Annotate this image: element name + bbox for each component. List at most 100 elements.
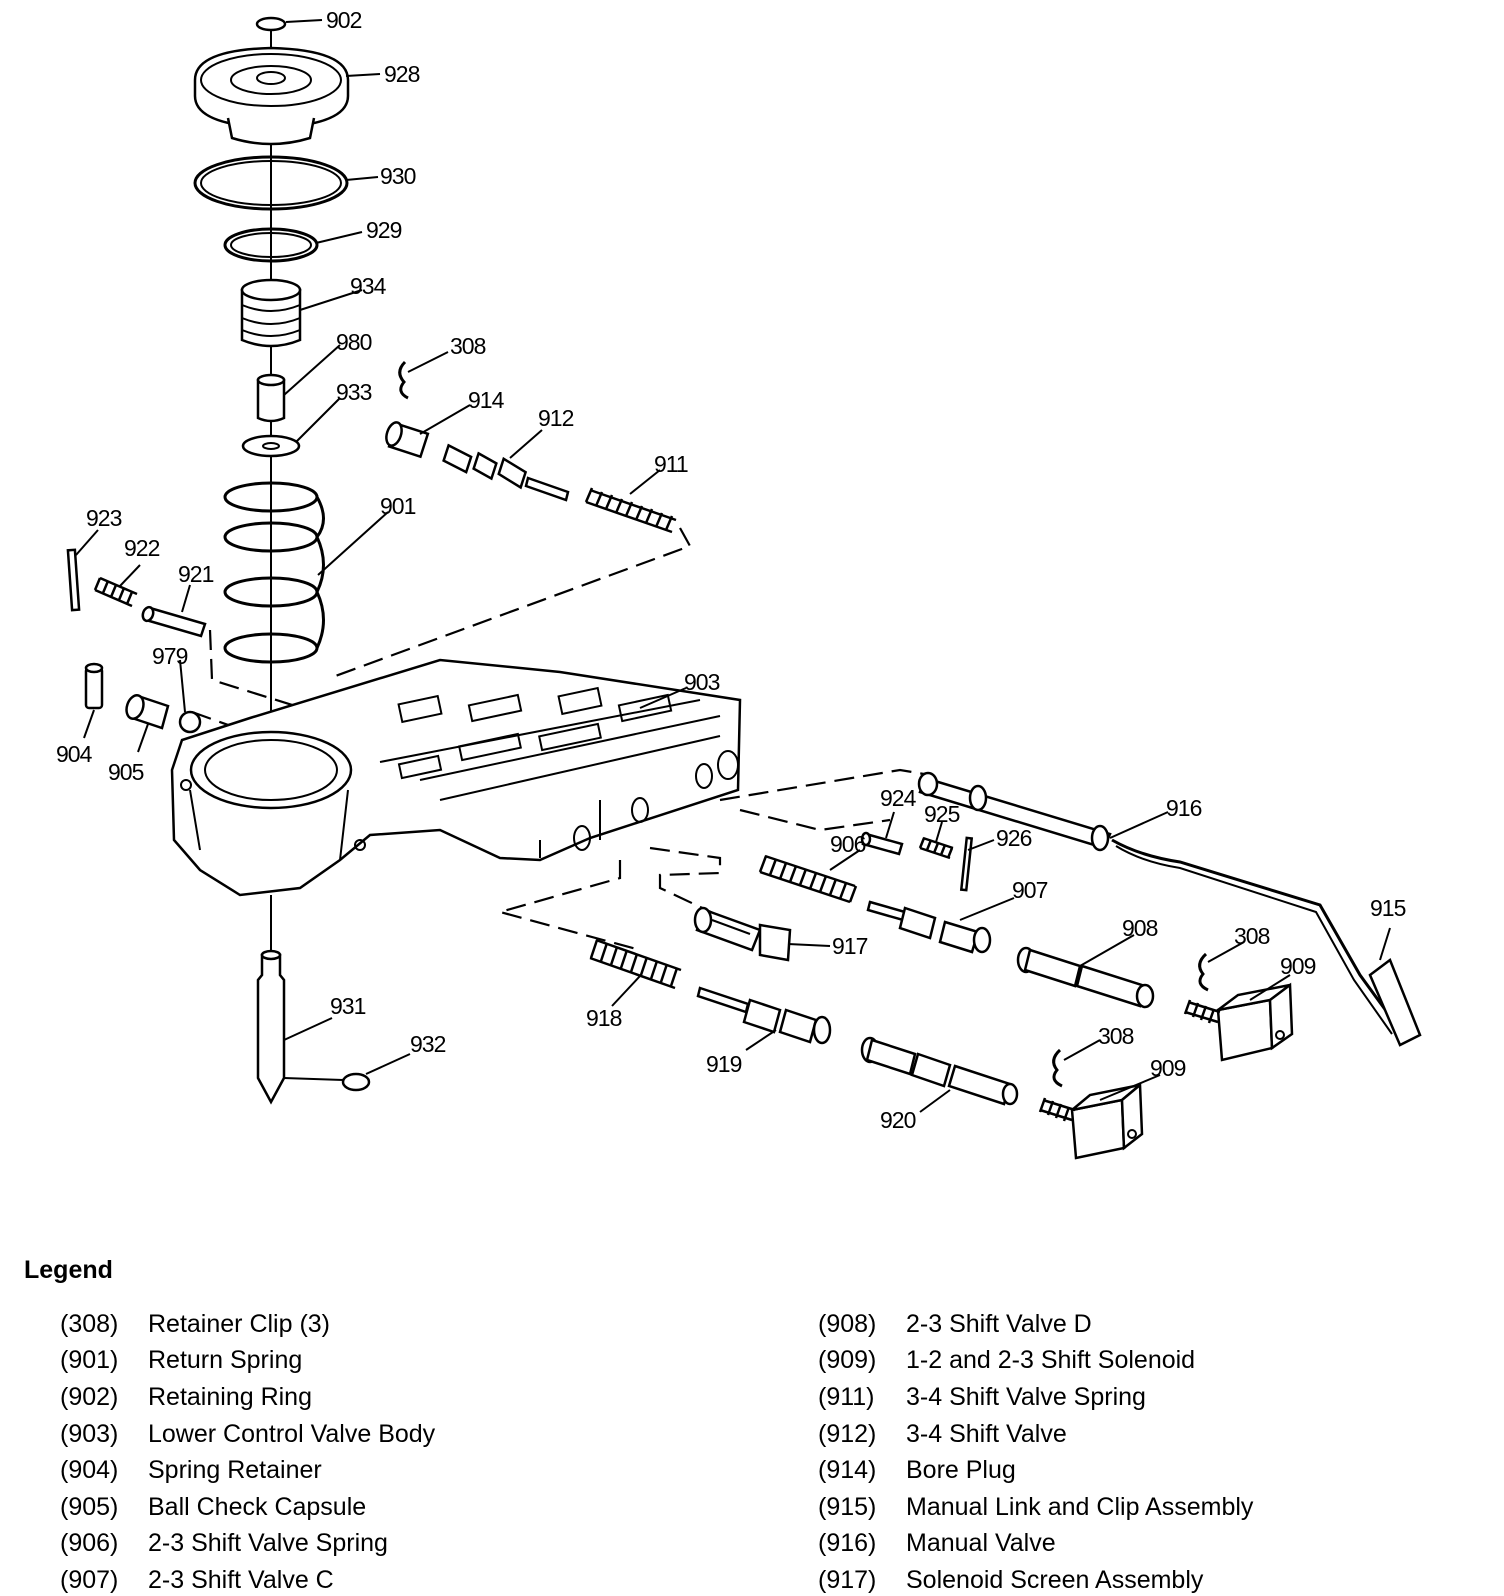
- legend-item-description: 3-4 Shift Valve: [906, 1419, 1067, 1448]
- legend-item-number: (905): [60, 1492, 119, 1521]
- part-908-shift-valve-d: [1016, 934, 1155, 1009]
- callout-933: 933: [336, 379, 372, 405]
- part-918-spring: [589, 938, 682, 1007]
- legend-item-description: Solenoid Screen Assembly: [906, 1565, 1204, 1594]
- legend-item-number: (908): [818, 1309, 877, 1338]
- callout-925: 925: [924, 801, 960, 827]
- callout-902: 902: [326, 7, 362, 33]
- legend-item-description: 2-3 Shift Valve C: [148, 1565, 334, 1594]
- part-922-spring: [93, 564, 141, 608]
- callout-909-upper: 909: [1280, 953, 1316, 979]
- exploded-view-diagram: 902 928 930 929 934 980 933 308 914 912 …: [56, 7, 1422, 1160]
- legend-item: (912)3-4 Shift Valve: [818, 1416, 1253, 1453]
- legend-item-number: (911): [818, 1382, 875, 1411]
- part-914-bore-plug: [385, 404, 471, 459]
- part-907-shift-valve-c: [866, 897, 1015, 954]
- legend-item-number: (916): [818, 1529, 877, 1558]
- legend-item: (909) 1-2 and 2-3 Shift Solenoid: [818, 1343, 1253, 1380]
- legend-item: (914)Bore Plug: [818, 1452, 1253, 1489]
- part-901-return-spring: [223, 481, 389, 664]
- callout-906: 906: [830, 831, 866, 857]
- part-921-valve: [141, 584, 207, 638]
- legend-item-number: (902): [60, 1382, 119, 1411]
- callout-979: 979: [152, 643, 188, 669]
- legend-item-number: (914): [818, 1456, 877, 1485]
- callout-915: 915: [1370, 895, 1406, 921]
- callout-924: 924: [880, 785, 917, 811]
- part-979-ball: [178, 659, 202, 734]
- legend-item: (308) Retainer Clip (3): [60, 1306, 435, 1343]
- part-919-valve: [696, 986, 832, 1051]
- legend-item-number: (909): [818, 1346, 877, 1375]
- part-933-washer: [241, 397, 341, 458]
- legend-item-description: 2-3 Shift Valve D: [906, 1309, 1092, 1338]
- callout-918: 918: [586, 1005, 622, 1031]
- callout-909-lower: 909: [1150, 1055, 1186, 1081]
- part-902-retaining-ring: [255, 16, 323, 32]
- legend-item-description: Retaining Ring: [148, 1382, 312, 1411]
- legend-item-description: Manual Valve: [906, 1529, 1056, 1558]
- callout-914: 914: [468, 387, 505, 413]
- legend-item: (906) 2-3 Shift Valve Spring: [60, 1526, 435, 1563]
- callout-980: 980: [336, 329, 372, 355]
- legend-item: (907) 2-3 Shift Valve C: [60, 1562, 435, 1596]
- callout-919: 919: [706, 1051, 742, 1077]
- legend-item-number: (907): [60, 1565, 119, 1594]
- part-925-spring: [918, 821, 954, 860]
- part-909-shift-solenoid-lower: [1038, 1074, 1161, 1160]
- legend-item-number: (917): [818, 1565, 877, 1594]
- callout-903: 903: [684, 669, 720, 695]
- legend-item-number: (308): [60, 1309, 119, 1338]
- part-923-pin: [66, 529, 99, 612]
- callout-926: 926: [996, 825, 1032, 851]
- legend-item-number: (915): [818, 1492, 877, 1521]
- legend-item-description: 3-4 Shift Valve Spring: [906, 1382, 1146, 1411]
- legend-item: (917) Solenoid Screen Assembly: [818, 1562, 1253, 1596]
- legend-title: Legend: [24, 1256, 113, 1284]
- legend-item: (905)Ball Check Capsule: [60, 1489, 435, 1526]
- callout-912: 912: [538, 405, 574, 431]
- callout-308-lower: 308: [1098, 1023, 1134, 1049]
- callout-908: 908: [1122, 915, 1158, 941]
- legend-item: (911) 3-4 Shift Valve Spring: [818, 1379, 1253, 1416]
- callout-931: 931: [330, 993, 366, 1019]
- callout-901: 901: [380, 493, 416, 519]
- legend-item: (901)Return Spring: [60, 1343, 435, 1380]
- legend-item-description: Retainer Clip (3): [148, 1309, 331, 1338]
- legend-item-description: 2-3 Shift Valve Spring: [148, 1529, 388, 1558]
- callout-308: 308: [450, 333, 486, 359]
- callout-labels: 902 928 930 929 934 980 933 308 914 912 …: [56, 7, 1407, 1133]
- legend-item-number: (904): [60, 1456, 119, 1485]
- part-916-manual-valve: [917, 771, 1169, 852]
- part-912-shift-valve: [442, 429, 570, 502]
- legend-item-description: Manual Link and Clip Assembly: [906, 1492, 1254, 1521]
- callout-308-right: 308: [1234, 923, 1270, 949]
- part-926-pin: [959, 836, 995, 892]
- part-930-seal: [193, 155, 379, 211]
- legend-left-column: (308) Retainer Clip (3) (901)Return Sprin…: [60, 1306, 435, 1596]
- legend-item-number: (903): [60, 1419, 119, 1448]
- legend-item-number: (901): [60, 1346, 119, 1375]
- part-308-retainer-clip-lower: [1052, 1039, 1101, 1088]
- legend-item-description: 1-2 and 2-3 Shift Solenoid: [906, 1346, 1196, 1375]
- callout-934: 934: [350, 273, 387, 299]
- callout-922: 922: [124, 535, 160, 561]
- legend-item: (916) Manual Valve: [818, 1526, 1253, 1563]
- part-905-ball-check-capsule: [125, 694, 170, 753]
- part-920-valve: [860, 1036, 1019, 1113]
- legend-item-description: Spring Retainer: [148, 1456, 322, 1485]
- part-980-sleeve: [256, 344, 341, 423]
- callout-907: 907: [1012, 877, 1048, 903]
- part-928-cover: [193, 46, 381, 146]
- legend-item-description: Lower Control Valve Body: [148, 1419, 436, 1448]
- legend-item-number: (906): [60, 1529, 119, 1558]
- part-932-ring: [283, 1053, 411, 1092]
- part-906-shift-valve-spring: [758, 849, 861, 904]
- legend-item: (908) 2-3 Shift Valve D: [818, 1306, 1253, 1343]
- part-903-lower-control-valve-body: [170, 658, 742, 897]
- callout-932: 932: [410, 1031, 446, 1057]
- part-911-shift-valve-spring: [584, 469, 677, 534]
- part-308-retainer-clip-upper: [398, 351, 449, 400]
- callout-921: 921: [178, 561, 214, 587]
- callout-923: 923: [86, 505, 122, 531]
